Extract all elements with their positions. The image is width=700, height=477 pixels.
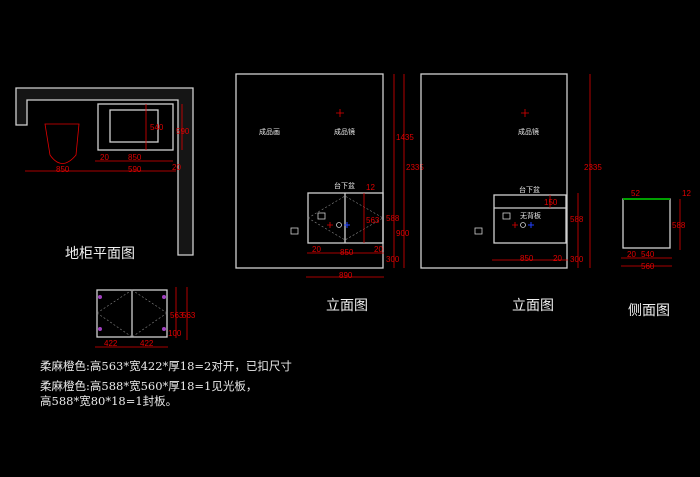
floor-plan: 20 850 850 590 540 590 20 地柜平面图 — [15, 87, 194, 262]
dim: 1435 — [396, 133, 414, 142]
dim: 590 — [128, 165, 142, 174]
dim: 20 — [172, 163, 181, 172]
label: 成品镜 — [518, 127, 539, 136]
dim: 2335 — [406, 163, 424, 172]
plan-title: 地柜平面图 — [65, 246, 135, 262]
label: 成品镜 — [334, 127, 355, 136]
elevation-2: 成品镜 台下盆 无背板 2335 588 300 150 850 20 立面图 — [420, 73, 602, 314]
label: 台下盆 — [519, 185, 540, 194]
dim: 422 — [140, 339, 154, 348]
label: 台下盆 — [334, 181, 355, 190]
dim: 588 — [386, 214, 400, 223]
label: 无背板 — [520, 211, 541, 220]
elevation-1-title: 立面图 — [326, 298, 368, 314]
dim: 12 — [682, 189, 691, 198]
dim: 588 — [570, 215, 584, 224]
dim: 300 — [570, 255, 584, 264]
dim: 20 — [553, 254, 562, 263]
door-panels: 422 422 100 563 563 — [95, 287, 196, 348]
dim: 850 — [128, 153, 142, 162]
toilet — [44, 123, 80, 164]
dim: 12 — [366, 183, 375, 192]
dim: 850 — [56, 165, 70, 174]
basin — [109, 109, 159, 143]
dim: 560 — [641, 262, 655, 271]
side-view-title: 侧面图 — [628, 303, 670, 319]
dim: 150 — [544, 198, 558, 207]
note-line: 高588*宽80*18=1封板。 — [40, 394, 177, 408]
cabinet-top — [97, 103, 174, 151]
wall-outline — [15, 87, 194, 256]
dim: 100 — [168, 329, 182, 338]
side-view: 12 588 52 20 540 560 侧面图 — [621, 189, 691, 319]
dim: 850 — [340, 248, 354, 257]
dim: 2335 — [584, 163, 602, 172]
dim: 900 — [396, 229, 410, 238]
dim: 422 — [104, 339, 118, 348]
note-line: 柔麻橙色:高588*宽560*厚18=1见光板， — [40, 379, 257, 393]
dim: 588 — [672, 221, 686, 230]
note-line: 柔麻橙色:高563*宽422*厚18=2对开，已扣尺寸 — [40, 359, 292, 373]
dim: 850 — [520, 254, 534, 263]
dim: 590 — [176, 127, 190, 136]
dim: 563 — [366, 216, 380, 225]
dim: 563 — [182, 311, 196, 320]
dim: 20 — [374, 245, 383, 254]
elevation-1: 成品画 成品镜 台下盆 1435 2335 588 300 900 12 563… — [235, 73, 424, 314]
dim: 52 — [631, 189, 640, 198]
dim: 890 — [339, 271, 353, 280]
dim: 20 — [627, 250, 636, 259]
dim: 563 — [170, 311, 184, 320]
elevation-2-title: 立面图 — [512, 298, 554, 314]
dim: 540 — [150, 123, 164, 132]
dim: 540 — [641, 250, 655, 259]
label: 成品画 — [259, 127, 280, 136]
dim: 300 — [386, 255, 400, 264]
dim: 20 — [312, 245, 321, 254]
dim: 20 — [100, 153, 109, 162]
